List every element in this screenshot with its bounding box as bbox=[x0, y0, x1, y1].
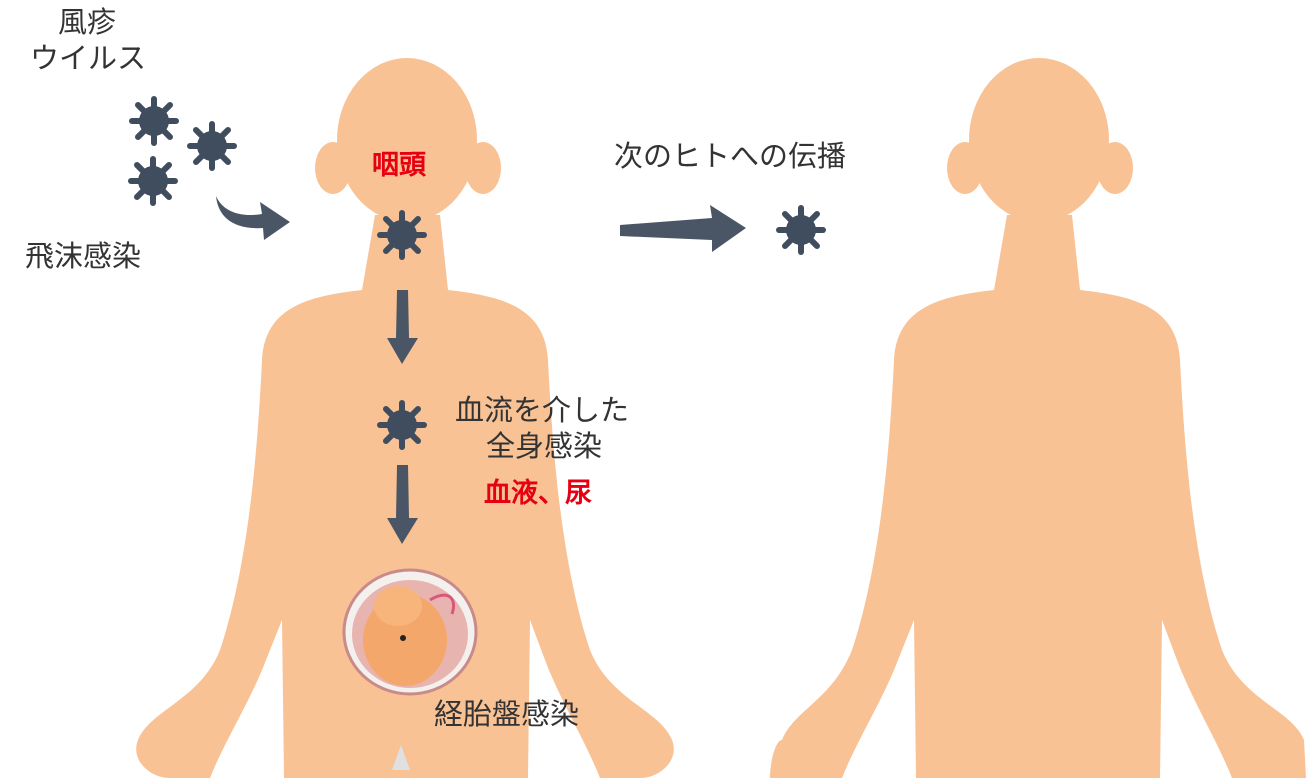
droplet-infection-label: 飛沫感染 bbox=[25, 238, 141, 274]
blood-urine-label: 血液、尿 bbox=[484, 476, 592, 512]
virus-icon bbox=[190, 124, 234, 168]
droplet-arrow-icon bbox=[216, 196, 290, 240]
virus-name-line1: 風疹 bbox=[58, 4, 116, 40]
transmission-arrow-icon bbox=[620, 205, 746, 252]
virus-icon bbox=[131, 159, 175, 203]
right-body-silhouette bbox=[770, 58, 1306, 778]
pharynx-label: 咽頭 bbox=[372, 148, 426, 184]
virus-icon-blood bbox=[380, 403, 424, 447]
virus-icon bbox=[132, 99, 176, 143]
bloodstream-label-line2: 全身感染 bbox=[486, 428, 602, 464]
fetus-in-womb bbox=[344, 570, 476, 694]
transmission-label: 次のヒトへの伝播 bbox=[614, 138, 846, 174]
virus-icon-pharynx bbox=[380, 213, 424, 257]
transplacental-label: 経胎盤感染 bbox=[434, 696, 579, 732]
virus-name-line2: ウイルス bbox=[30, 40, 146, 76]
virus-icon-transmitted bbox=[779, 208, 823, 252]
bloodstream-label-line1: 血流を介した bbox=[455, 392, 629, 428]
